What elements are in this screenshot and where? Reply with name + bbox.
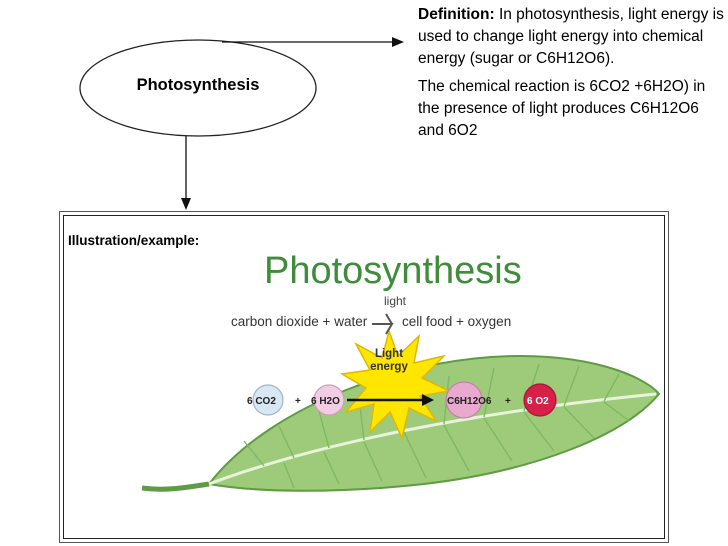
definition-label: Definition:	[418, 6, 495, 23]
glucose-label: C6H12O6	[447, 396, 492, 407]
glucose-ball	[445, 381, 483, 419]
reaction-arrowhead	[422, 394, 434, 406]
h2o-label: 6 H2O	[311, 396, 340, 407]
illustration-title: Photosynthesis	[264, 250, 522, 292]
word-equation-left: carbon dioxide + water	[231, 314, 368, 329]
concept-title: Photosynthesis	[136, 76, 260, 94]
illustration-label: Illustration/example:	[68, 233, 200, 248]
light-energy-line2: energy	[370, 361, 408, 373]
light-energy-label: Light energy	[364, 348, 414, 374]
h2o-ball	[313, 384, 345, 416]
definition-connector-arrowhead	[392, 37, 404, 47]
o2-ball	[523, 383, 557, 417]
leaf-stem	[141, 481, 210, 492]
plus-sign-1: +	[295, 396, 301, 407]
reaction-paragraph: The chemical reaction is 6CO2 +6H2O) in …	[418, 78, 706, 139]
concept-oval-label: Photosynthesis	[80, 76, 316, 95]
o2-label: 6 O2	[527, 396, 549, 407]
plus-sign-2: +	[505, 396, 511, 407]
word-equation-arrow-label: light	[384, 294, 407, 308]
co2-label: 6 CO2	[247, 396, 276, 407]
leaf-illustration	[141, 313, 661, 492]
co2-ball	[252, 384, 284, 416]
definition-paragraph: Definition: In photosynthesis, light ene…	[418, 4, 724, 70]
leaf-midrib	[208, 392, 657, 486]
illustration-connector-arrowhead	[181, 198, 191, 210]
light-energy-burst	[339, 328, 452, 441]
leaf-veins	[243, 363, 630, 489]
definition-text: In photosynthesis, light energy is used …	[418, 6, 724, 67]
word-equation-right: cell food + oxygen	[402, 314, 512, 329]
definition-block: Definition: In photosynthesis, light ene…	[418, 4, 724, 148]
light-energy-line1: Light	[374, 348, 404, 360]
word-equation-arrow	[372, 313, 394, 335]
illustration-box: Illustration/example: Photosynthesis	[63, 215, 665, 539]
